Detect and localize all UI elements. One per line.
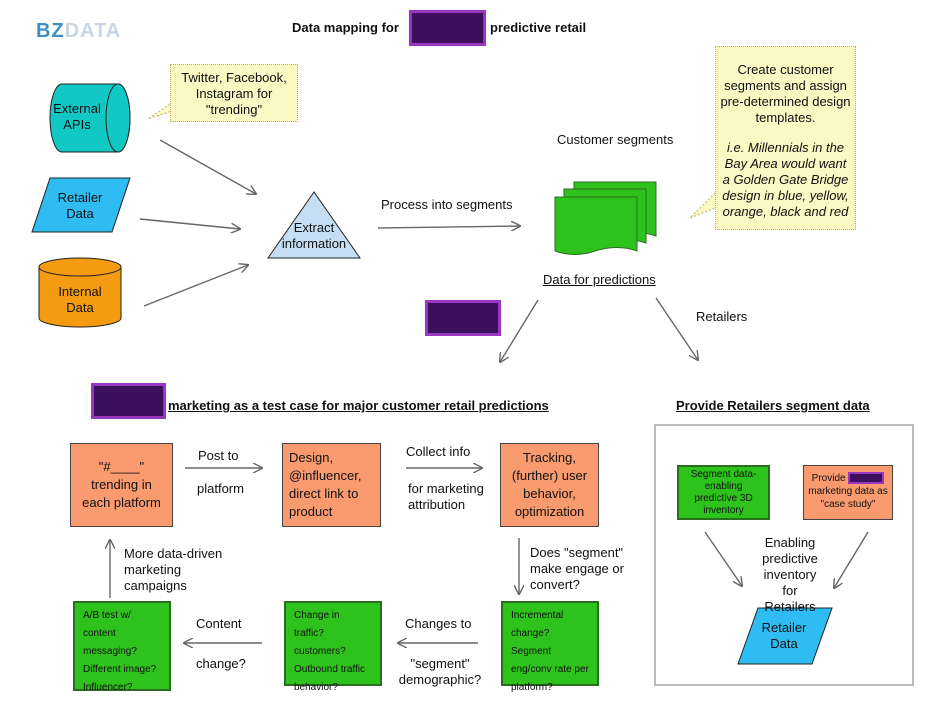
design-box: Design, @influencer, direct link to prod… <box>282 443 381 527</box>
more-data-label: More data-driven marketing campaigns <box>124 546 223 593</box>
retailer-data-parallelogram-2 <box>737 607 833 665</box>
redacted-inline <box>848 472 885 485</box>
extract-label: Extract information <box>281 220 347 251</box>
bzdata-logo: BZDATA <box>36 20 122 42</box>
retailer-data-label-2: Retailer Data <box>761 620 807 651</box>
tracking-box: Tracking, (further) user behavior, optim… <box>500 443 599 527</box>
stacked-documents-icon <box>554 181 657 255</box>
marketing-heading: marketing as a test case for major custo… <box>168 398 549 413</box>
segment-note-main: Create customer segments and assign pre-… <box>720 62 851 125</box>
internal-data-label: Internal Data <box>58 284 102 315</box>
retailer-data-parallelogram <box>31 177 131 233</box>
trending-box: "#____" trending in each platform <box>70 443 173 527</box>
external-apis-label: External APIs <box>53 101 101 132</box>
collect-info-label: Collect info <box>406 444 471 459</box>
change-label: change? <box>196 656 246 671</box>
enabling-label: Enabling predictive inventory for Retail… <box>762 535 818 614</box>
customer-segments-label: Customer segments <box>557 132 674 147</box>
traffic-box: Change in traffic? customers? Outbound t… <box>284 601 382 693</box>
social-note: Twitter, Facebook, Instagram for "trendi… <box>170 64 298 122</box>
platform-label: platform <box>197 481 244 496</box>
retailers-label: Retailers <box>696 309 748 324</box>
for-marketing-label: for marketing attribution <box>408 481 484 512</box>
segment-data-box: Segment data-enabling predictive 3D inve… <box>677 465 770 520</box>
does-segment-label: Does "segment" make engage or convert? <box>530 545 624 592</box>
provide-box: Provide marketing data as "case study" <box>803 465 893 520</box>
provide-heading: Provide Retailers segment data <box>676 398 870 413</box>
title-left: Data mapping for <box>292 20 399 35</box>
extract-triangle <box>267 191 361 259</box>
data-for-predictions-label: Data for predictions <box>543 272 656 287</box>
retailers-panel-frame <box>654 424 914 686</box>
post-to-label: Post to <box>198 448 239 463</box>
internal-data-cylinder <box>38 257 122 328</box>
segment-note-example: i.e. Millennials in the Bay Area would w… <box>722 140 849 219</box>
provide-pre: Provide <box>811 473 846 484</box>
redacted-block <box>91 383 166 419</box>
process-label: Process into segments <box>381 197 513 212</box>
segment-note: Create customer segments and assign pre-… <box>715 46 856 230</box>
retailer-data-label: Retailer Data <box>57 190 103 221</box>
provide-post: marketing data as "case study" <box>808 486 888 510</box>
incremental-box: Incremental change? Segment eng/conv rat… <box>501 601 599 693</box>
title-right: predictive retail <box>490 20 587 35</box>
changes-to-label: Changes to <box>405 616 472 631</box>
segment-demographic-label: "segment" demographic? <box>398 656 482 687</box>
content-label: Content <box>196 616 242 631</box>
redacted-block <box>425 300 501 336</box>
ab-test-box: A/B test w/ content messaging? Different… <box>73 601 171 693</box>
redacted-block <box>409 10 486 46</box>
external-apis-cylinder <box>49 83 131 153</box>
